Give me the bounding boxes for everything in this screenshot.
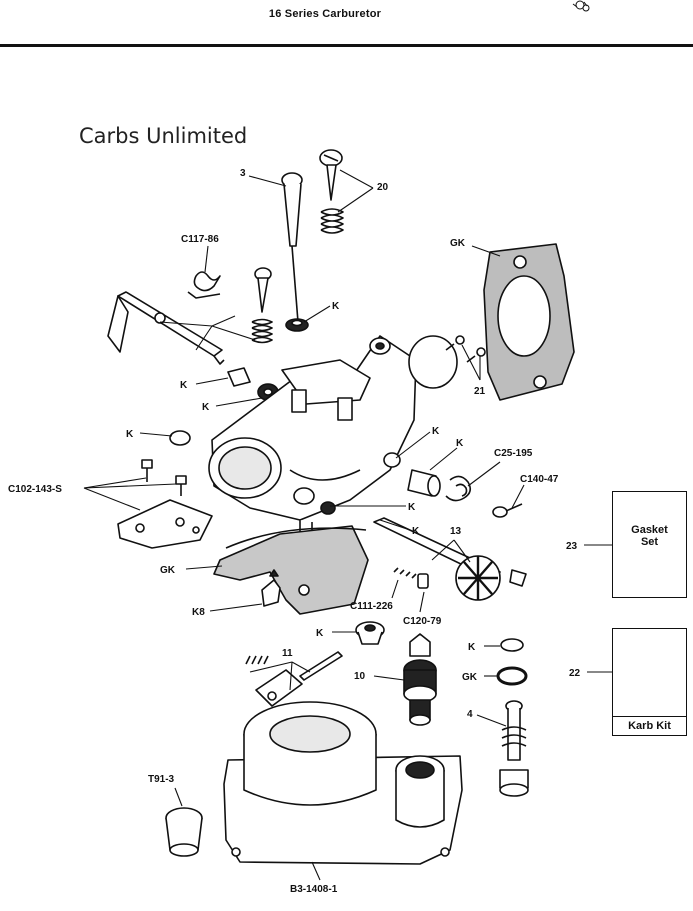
choke-plate-part bbox=[408, 335, 486, 389]
callout-k-bushing: K bbox=[180, 380, 188, 391]
callout-k-right1: K bbox=[432, 426, 440, 437]
callout-11: 11 bbox=[282, 648, 293, 659]
idle-screw-spring-part bbox=[319, 149, 344, 234]
callout-gk-washer: GK bbox=[462, 672, 478, 683]
callout-t91-3: T91-3 bbox=[148, 774, 175, 785]
small-screw-part bbox=[492, 503, 523, 518]
callout-13: 13 bbox=[450, 526, 462, 537]
callout-k-right2: K bbox=[456, 438, 464, 449]
callout-b3-1408-1: B3-1408-1 bbox=[290, 884, 338, 895]
plug-part bbox=[169, 430, 191, 446]
bowl-gasket-part bbox=[213, 525, 369, 615]
callout-gk-mid: GK bbox=[160, 565, 176, 576]
karb-kit-label: Karb Kit bbox=[628, 720, 671, 732]
callout-k-plug: K bbox=[126, 429, 134, 440]
callout-k-mid2: K bbox=[412, 526, 420, 537]
callout-4: 4 bbox=[467, 709, 473, 720]
callout-k-mid1: K bbox=[408, 502, 416, 513]
callout-10: 10 bbox=[354, 671, 366, 682]
float-valve-part bbox=[261, 569, 281, 607]
callout-c120-79: C120-79 bbox=[403, 616, 442, 627]
metering-jet-part bbox=[403, 633, 437, 726]
header-rule bbox=[0, 44, 693, 47]
karb-kit-box: Karb Kit bbox=[612, 628, 687, 736]
callout-c102-143-s: C102-143-S bbox=[8, 484, 62, 495]
washer-gasket-part bbox=[496, 666, 528, 686]
gasket-set-box: Gasket Set bbox=[612, 491, 687, 598]
drain-plug-part bbox=[165, 807, 203, 857]
callout-c25-195: C25-195 bbox=[494, 448, 533, 459]
callout-k-left: K bbox=[202, 402, 210, 413]
callout-gk-top: GK bbox=[450, 238, 466, 249]
needle-stem-part bbox=[281, 172, 309, 332]
throttle-shaft-part bbox=[107, 291, 225, 365]
callout-c111-226: C111-226 bbox=[350, 601, 393, 612]
page-header-title: 16 Series Carburetor bbox=[268, 8, 382, 20]
choke-shaft-part bbox=[373, 517, 527, 601]
cover-plate-part bbox=[117, 459, 213, 549]
float-bowl-body-part bbox=[223, 669, 463, 865]
callout-k-washer: K bbox=[468, 642, 476, 653]
valve-seat-part bbox=[355, 621, 385, 645]
pin-spring-part bbox=[393, 567, 429, 589]
callout-20: 20 bbox=[377, 182, 389, 193]
callout-23: 23 bbox=[566, 541, 578, 552]
adjust-screw-spring-part bbox=[251, 267, 273, 344]
flange-gasket-part bbox=[483, 243, 575, 401]
callout-k-stem: K bbox=[332, 301, 340, 312]
callout-k-seat: K bbox=[316, 628, 324, 639]
callout-21: 21 bbox=[474, 386, 486, 397]
callout-k8: K8 bbox=[192, 607, 205, 618]
choke-bushing-part bbox=[407, 469, 472, 502]
callout-c117-86: C117-86 bbox=[181, 234, 219, 245]
gasket-set-label-line1: Gasket bbox=[631, 524, 668, 536]
spring-clip-part bbox=[187, 271, 221, 299]
gasket-set-label-line2: Set bbox=[640, 536, 659, 548]
float-pin-spring-part bbox=[245, 651, 343, 681]
brand-name: Carbs Unlimited bbox=[79, 124, 248, 148]
washer-part bbox=[500, 638, 524, 652]
leader-lines bbox=[83, 169, 612, 881]
corner-emblem bbox=[572, 0, 590, 12]
callout-c140-47: C140-47 bbox=[520, 474, 559, 485]
main-jet-assembly-part bbox=[499, 700, 529, 797]
carburetor-body-part bbox=[208, 335, 417, 541]
callout-22: 22 bbox=[569, 668, 581, 679]
callout-3: 3 bbox=[240, 168, 246, 179]
